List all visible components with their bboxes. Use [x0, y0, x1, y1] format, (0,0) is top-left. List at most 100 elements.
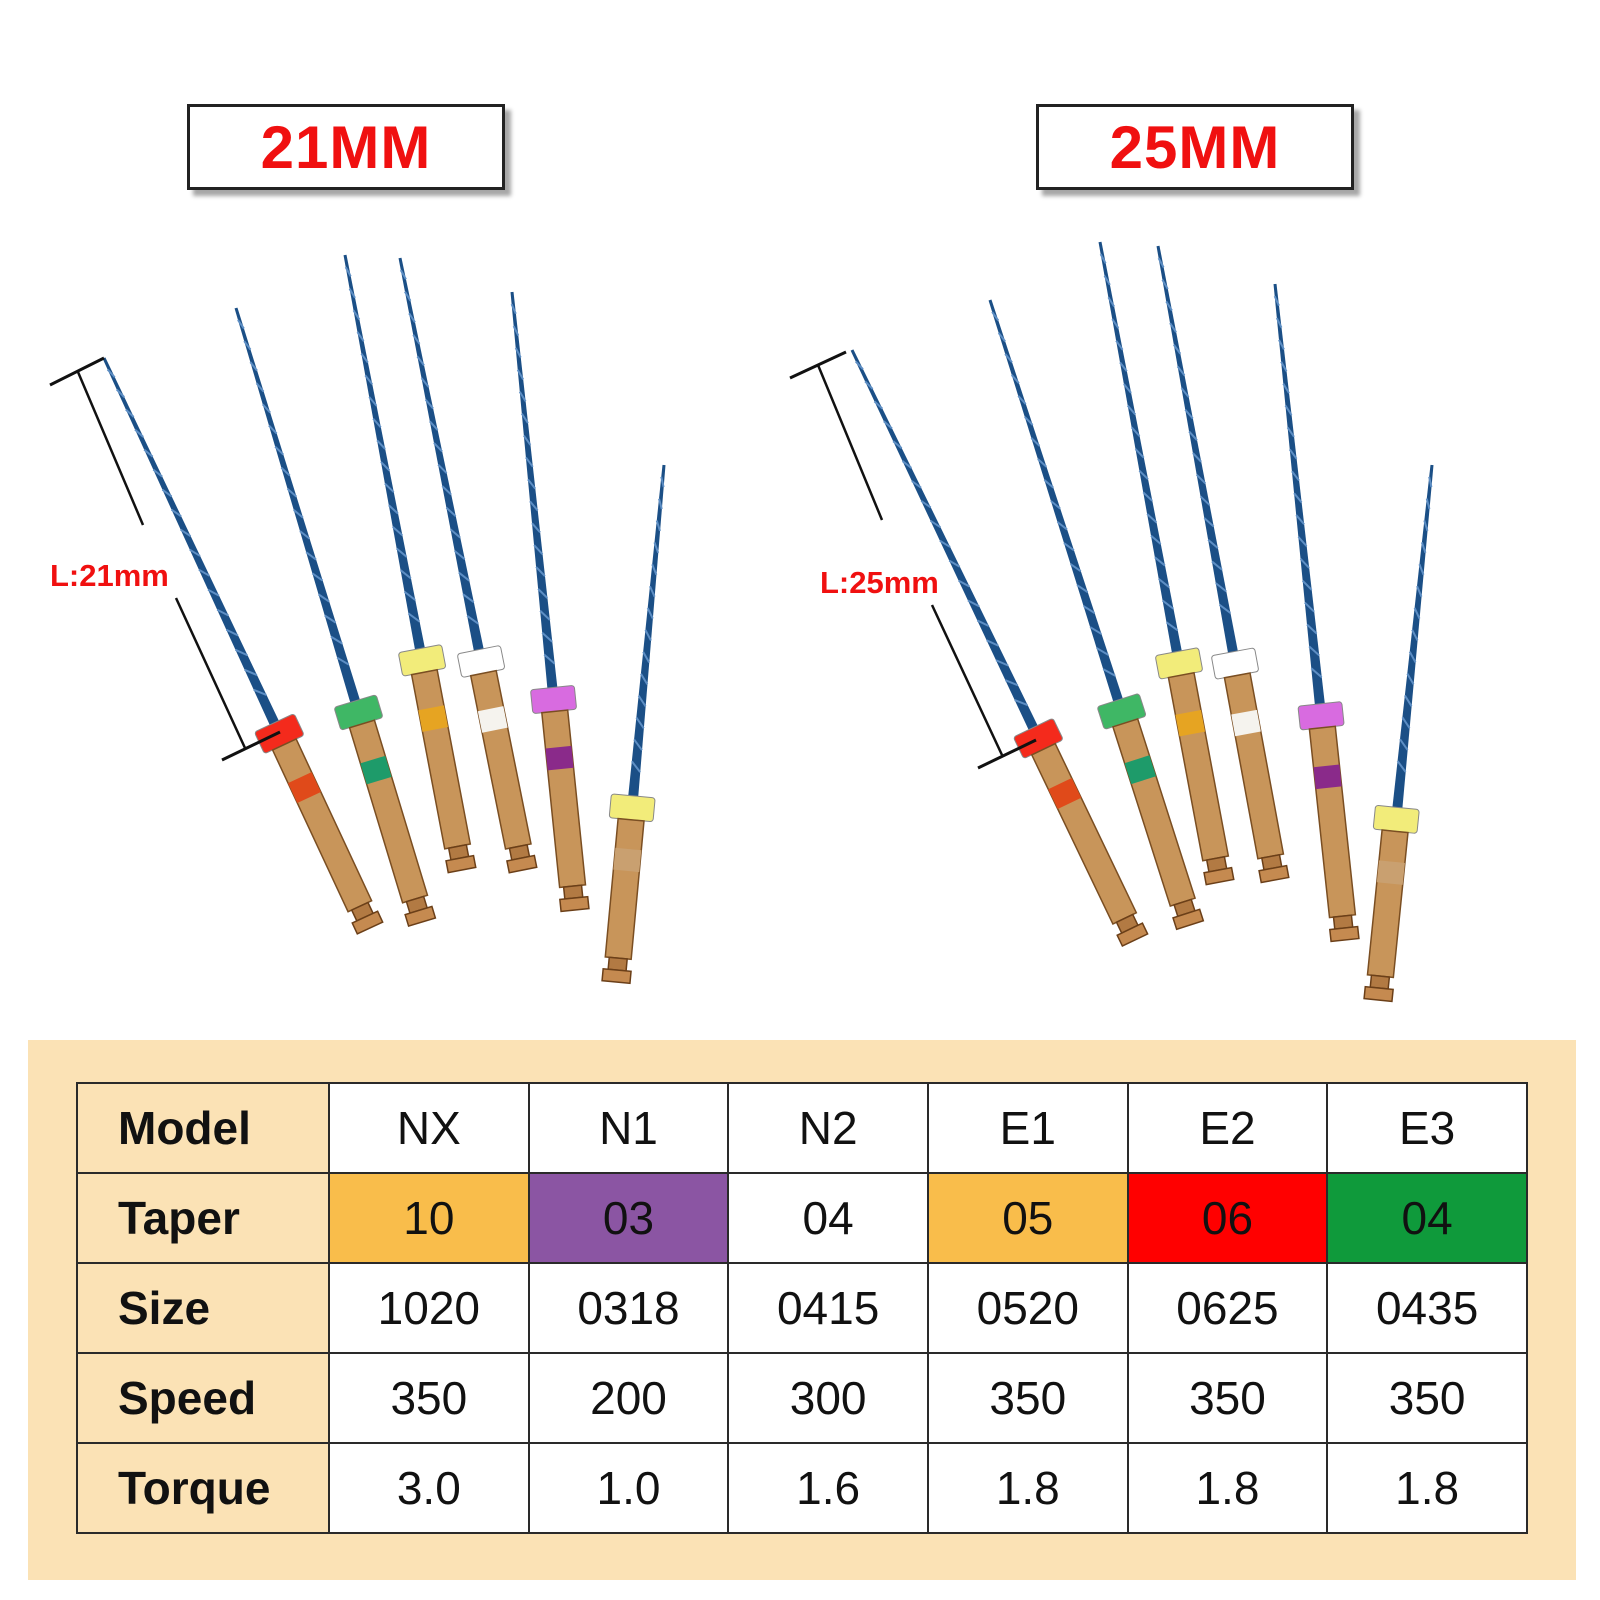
length-label-21mm: 21MM	[187, 104, 505, 190]
file-flute	[520, 413, 529, 424]
file-stopper	[1372, 804, 1420, 834]
file-latch-tip	[559, 895, 590, 913]
speed-cell: 350	[1126, 1352, 1329, 1444]
file-instrument	[398, 257, 538, 874]
model-cell: N2	[727, 1082, 929, 1174]
file-flute	[967, 599, 980, 608]
file-flute	[1142, 491, 1153, 502]
file-flute	[883, 420, 893, 430]
file-flute	[336, 656, 350, 666]
file-flute	[180, 528, 192, 537]
taper-cell: 04	[1326, 1172, 1528, 1264]
file-shaft	[234, 307, 360, 703]
file-flute	[1089, 626, 1102, 635]
file-flute	[1291, 470, 1300, 482]
file-shaft	[1273, 283, 1325, 705]
file-flute	[235, 648, 248, 657]
file-handle	[1223, 672, 1285, 860]
length-indicator-25mm	[789, 350, 1037, 770]
file-flute	[317, 593, 330, 603]
file-flute	[523, 434, 532, 446]
file-flute	[1173, 344, 1182, 355]
file-set-21mm	[102, 254, 666, 985]
spec-table: Model NX N1 N2 E1 E2 E3 Taper 10 03 04 0…	[76, 1082, 1528, 1534]
file-flute	[437, 463, 448, 474]
file-flute	[1401, 716, 1411, 729]
file-flute	[274, 445, 284, 456]
file-flute	[1184, 409, 1194, 420]
file-flute	[372, 417, 382, 429]
file-flute	[255, 382, 265, 393]
file-flute	[1425, 498, 1431, 510]
file-flute	[1282, 383, 1290, 394]
file-flute	[368, 396, 378, 407]
file-stopper	[398, 644, 446, 677]
file-flute	[1203, 517, 1215, 528]
file-flute	[1010, 374, 1020, 384]
file-flute	[991, 311, 1000, 322]
file-stopper	[1211, 647, 1259, 680]
file-flute	[454, 550, 466, 560]
file-instrument	[988, 299, 1205, 931]
file-flute	[1411, 629, 1419, 641]
taper-cell: 10	[328, 1172, 530, 1264]
file-flute	[216, 608, 229, 617]
file-flute	[1420, 542, 1427, 554]
file-flute	[134, 428, 144, 438]
file-flute	[404, 291, 412, 302]
file-instrument	[1363, 464, 1434, 1003]
model-cell: NX	[328, 1082, 530, 1174]
file-handle	[348, 719, 429, 904]
size-cell: 0520	[926, 1262, 1129, 1354]
file-flute	[1215, 582, 1227, 593]
file-flute	[640, 673, 649, 685]
speed-cell: 350	[328, 1352, 530, 1444]
file-instrument	[102, 357, 384, 935]
file-flute	[1150, 534, 1162, 545]
file-flute	[1146, 513, 1158, 524]
file-handle	[410, 668, 472, 850]
file-flute	[445, 507, 457, 517]
file-flute	[268, 424, 278, 435]
file-flute	[466, 614, 479, 625]
file-flute	[170, 508, 182, 518]
file-shaft	[628, 464, 666, 797]
length-label-25mm: 25MM	[1036, 104, 1354, 190]
file-color-band	[1124, 755, 1157, 785]
file-flute	[1199, 495, 1211, 506]
file-handle	[271, 738, 373, 913]
file-flute	[929, 519, 941, 529]
file-flute	[1416, 585, 1423, 597]
file-flute	[293, 509, 304, 519]
file-flute	[330, 635, 343, 645]
file-flute	[1218, 603, 1231, 614]
file-flute	[1107, 296, 1115, 308]
speed-cell: 300	[727, 1352, 929, 1444]
file-handle	[1030, 742, 1138, 925]
taper-cell: 06	[1126, 1172, 1329, 1264]
file-flute	[539, 610, 551, 621]
file-handle	[1366, 829, 1409, 979]
file-stopper	[457, 645, 505, 678]
file-flute	[873, 400, 883, 410]
file-flute	[388, 504, 399, 515]
file-flute	[286, 488, 298, 498]
file-flute	[1418, 563, 1425, 576]
file-flute	[995, 659, 1009, 667]
file-flute	[1004, 353, 1013, 363]
file-instrument	[510, 291, 590, 913]
file-flute	[901, 460, 912, 469]
file-instrument	[850, 349, 1149, 948]
file-instrument	[1098, 241, 1235, 886]
file-flute	[1030, 437, 1041, 447]
file-flute	[527, 478, 537, 490]
file-flute	[408, 312, 416, 323]
row-header-taper: Taper	[76, 1172, 330, 1264]
file-flute	[535, 566, 546, 577]
file-latch-tip	[1328, 925, 1360, 943]
file-latch-tip	[1203, 866, 1235, 886]
file-shaft	[850, 349, 1038, 730]
file-flute	[649, 585, 656, 598]
file-flute	[1126, 405, 1137, 416]
file-flute	[655, 520, 661, 532]
